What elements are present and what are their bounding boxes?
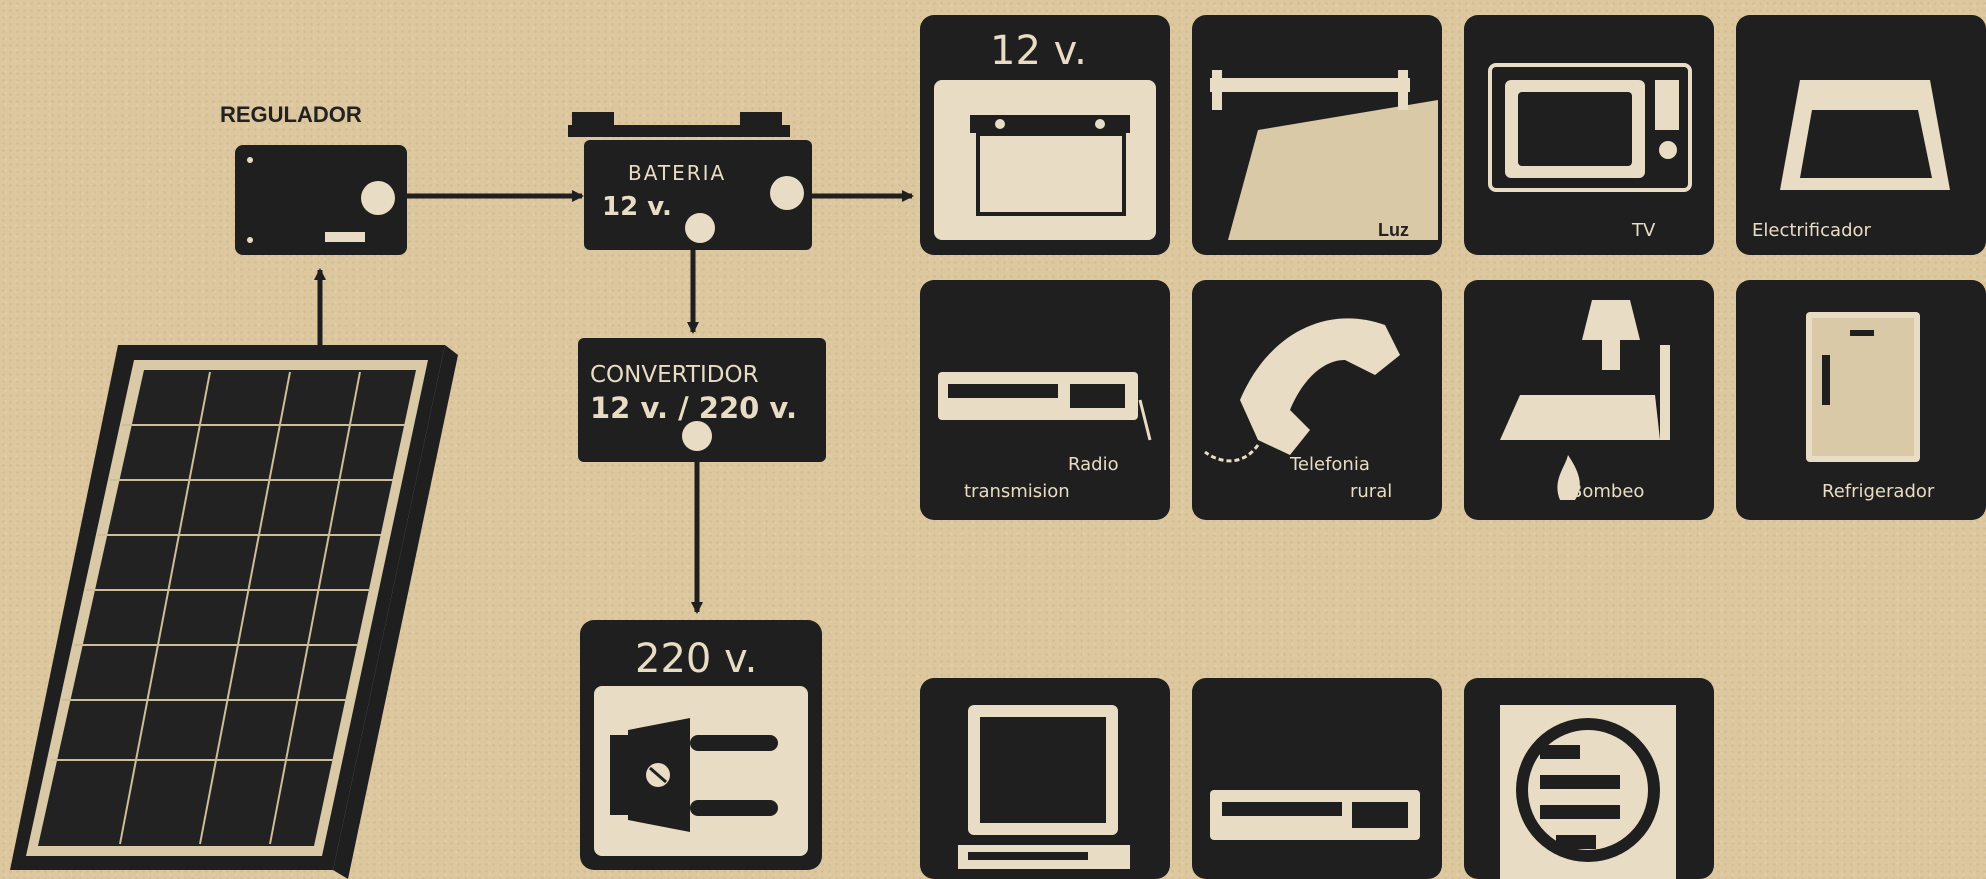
- wiring: [314, 190, 914, 614]
- dc-section-header: 12 v.: [990, 28, 1087, 74]
- fridge-tile: [1736, 280, 1986, 520]
- ventilator-fan-icon: [1500, 705, 1676, 879]
- battery-voltage: 12 v.: [602, 192, 672, 222]
- appliance-label-light: Luz: [1378, 220, 1409, 240]
- appliance-label-electrifier: Electrificador: [1752, 220, 1872, 241]
- solar-panel-icon: [10, 345, 458, 879]
- fluorescent-lamp-icon: [1210, 70, 1410, 110]
- converter-voltage: 12 v. / 220 v.: [590, 391, 797, 425]
- battery-box: [568, 112, 812, 250]
- regulator-label: REGULADOR: [220, 102, 362, 127]
- pump-tile: [1464, 280, 1714, 520]
- converter-label: CONVERTIDOR: [590, 362, 759, 388]
- regulator-box: [235, 145, 407, 255]
- battery-icon: [970, 115, 1130, 216]
- water-pump-icon: [1500, 300, 1670, 500]
- appliance-label-tv: TV: [1631, 220, 1656, 241]
- computer-monitor-icon: [958, 705, 1130, 869]
- appliance-label-radio-1: Radio: [1068, 454, 1119, 475]
- tv-tile: [1464, 15, 1714, 255]
- appliance-label-phone-2: rural: [1350, 481, 1392, 502]
- ac-outlet-panel: [580, 620, 822, 870]
- vcr-tile: [1192, 678, 1442, 879]
- lamp-tile: [1192, 15, 1442, 255]
- ac-section-header: 220 v.: [635, 636, 757, 682]
- computer-tile: [920, 678, 1170, 879]
- appliance-label-radio-2: transmision: [964, 481, 1070, 502]
- telephone-icon: [1240, 318, 1400, 455]
- appliance-label-pump: Bombeo: [1570, 481, 1644, 502]
- appliance-label-phone-1: Telefonia: [1289, 454, 1370, 475]
- radio-transmitter-icon: [938, 372, 1152, 441]
- dc-header-tile: [920, 15, 1170, 255]
- converter-box: [578, 338, 826, 462]
- refrigerator-icon: [1806, 312, 1920, 462]
- plug-icon: [610, 718, 778, 832]
- electrifier-tile: [1736, 15, 1986, 255]
- phone-tile: [1192, 280, 1442, 520]
- radio-tile: [920, 280, 1170, 520]
- television-icon: [1488, 63, 1692, 192]
- fan-tile: [1464, 678, 1714, 879]
- appliance-label-fridge: Refrigerador: [1822, 481, 1935, 502]
- battery-label: BATERIA: [628, 161, 726, 185]
- video-recorder-icon: [1210, 790, 1420, 840]
